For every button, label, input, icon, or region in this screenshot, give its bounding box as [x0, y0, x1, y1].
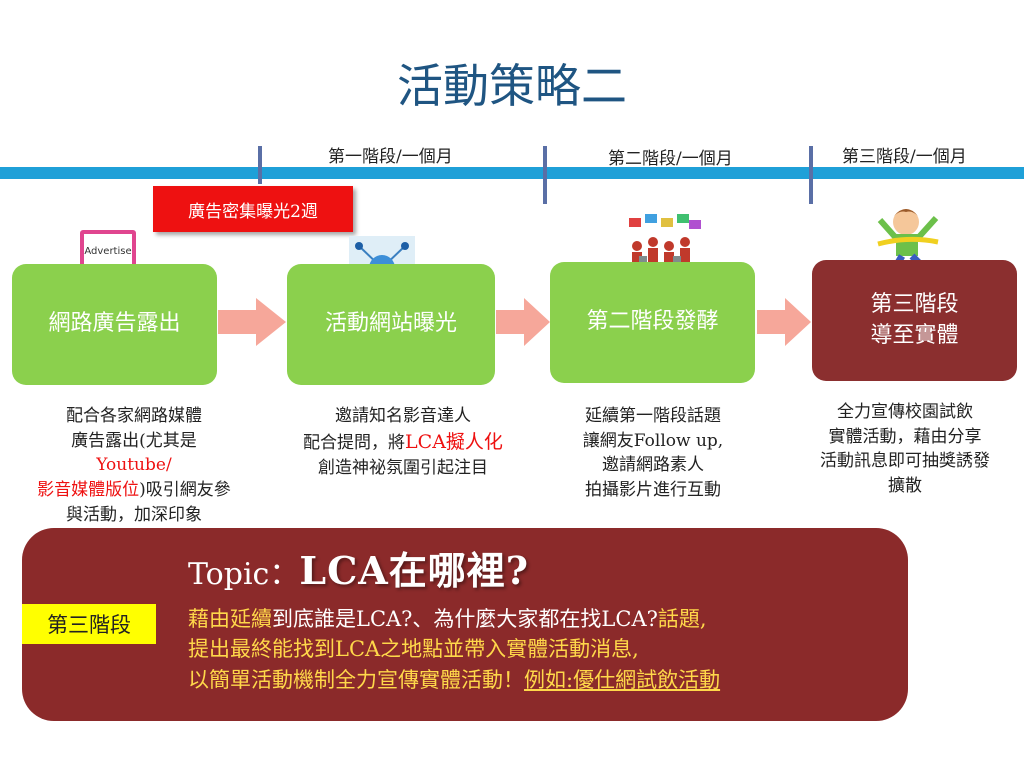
example-activity-link[interactable]: 例如:優仕網試飲活動 [524, 667, 721, 692]
timeline-bar [0, 167, 1024, 179]
arrow-right-icon [757, 298, 811, 346]
step-description-2: 邀請知名影音達人 配合提問，將LCA擬人化 創造神祕氛圍引起注目 [303, 406, 503, 479]
timeline-tick [809, 146, 813, 204]
step-description-3: 延續第一階段話題 讓網友Follow up, 邀請網路素人 拍攝影片進行互動 [582, 406, 724, 500]
step-description-1: 配合各家網路媒體 廣告露出(尤其是 Youtube/ 影音媒體版位)吸引網友參 … [37, 406, 231, 525]
step-label-2: 活動網站曝光 [324, 311, 457, 337]
phase-label-3: 第三階段/一個月 [842, 147, 967, 167]
phase-label-2: 第二階段/一個月 [608, 149, 733, 169]
topic-panel [22, 528, 908, 721]
step-description-4: 全力宣傳校園試飲 實體活動，藉由分享 活動訊息即可抽獎誘發 擴散 [820, 402, 990, 496]
step-box-1: 網路廣告露出 [12, 264, 217, 385]
step-box-2: 活動網站曝光 [287, 264, 495, 385]
topic-body: 藉由延續到底誰是LCA?、為什麼大家都在找LCA?話題, 提出最終能找到LCA之… [188, 607, 721, 692]
topic-heading: Topic：LCA在哪裡? [188, 548, 530, 593]
arrow-right-icon [218, 298, 286, 346]
ad-exposure-tag: 廣告密集曝光2週 [153, 186, 353, 232]
slide-title: 活動策略二 [397, 59, 627, 113]
stage-three-badge: 第三階段 [22, 604, 156, 644]
step-label-4-line2: 導至實體 [870, 322, 959, 348]
phase-label-1: 第一階段/一個月 [328, 147, 453, 167]
arrow-right-icon [496, 298, 550, 346]
timeline-tick [258, 146, 262, 184]
step-box-3: 第二階段發酵 [550, 262, 755, 383]
step-box-4: 第三階段 導至實體 [812, 260, 1017, 381]
advertise-label: Advertise [84, 246, 131, 257]
step-label-1: 網路廣告露出 [48, 311, 181, 337]
timeline-tick [543, 146, 547, 204]
step-label-4-line1: 第三階段 [870, 291, 959, 317]
step-label-3: 第二階段發酵 [586, 309, 719, 335]
